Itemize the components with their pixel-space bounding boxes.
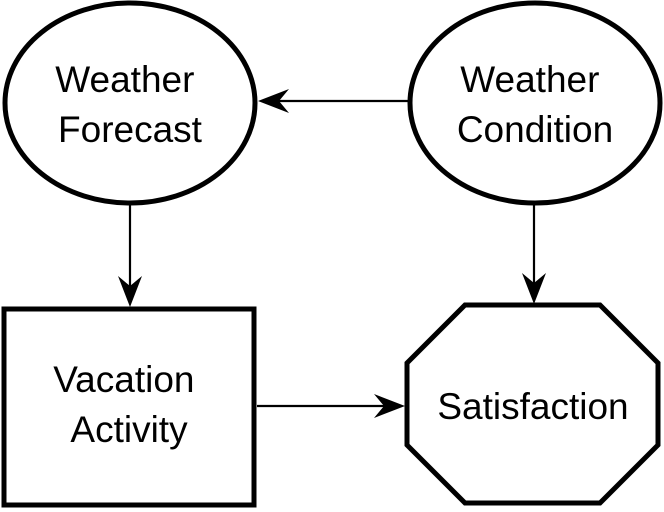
vacation-activity-rectangle xyxy=(1,306,257,508)
edge-vacation-activity-to-satisfaction xyxy=(257,394,405,418)
vacation-activity-label: Vacation Activity xyxy=(53,359,205,450)
weather-forecast-ellipse xyxy=(2,0,258,206)
arrowhead-left-icon xyxy=(258,89,289,113)
arrowhead-right-icon xyxy=(374,394,405,418)
satisfaction-label: Satisfaction xyxy=(437,386,628,427)
arrowhead-down-icon xyxy=(522,273,546,304)
edge-weather-condition-to-weather-forecast xyxy=(258,89,410,113)
node-weather-forecast: Weather Forecast xyxy=(2,0,258,206)
satisfaction-octagon xyxy=(404,302,661,506)
node-weather-condition: Weather Condition xyxy=(407,0,663,206)
node-satisfaction: Satisfaction xyxy=(404,302,661,506)
arrowhead-down-icon xyxy=(118,276,142,307)
weather-condition-ellipse xyxy=(407,0,663,206)
node-vacation-activity: Vacation Activity xyxy=(1,306,257,508)
edge-weather-forecast-to-vacation-activity xyxy=(118,202,142,307)
edge-weather-condition-to-satisfaction xyxy=(522,203,546,304)
weather-forecast-label: Weather Forecast xyxy=(55,59,204,150)
weather-condition-label: Weather Condition xyxy=(457,59,613,150)
